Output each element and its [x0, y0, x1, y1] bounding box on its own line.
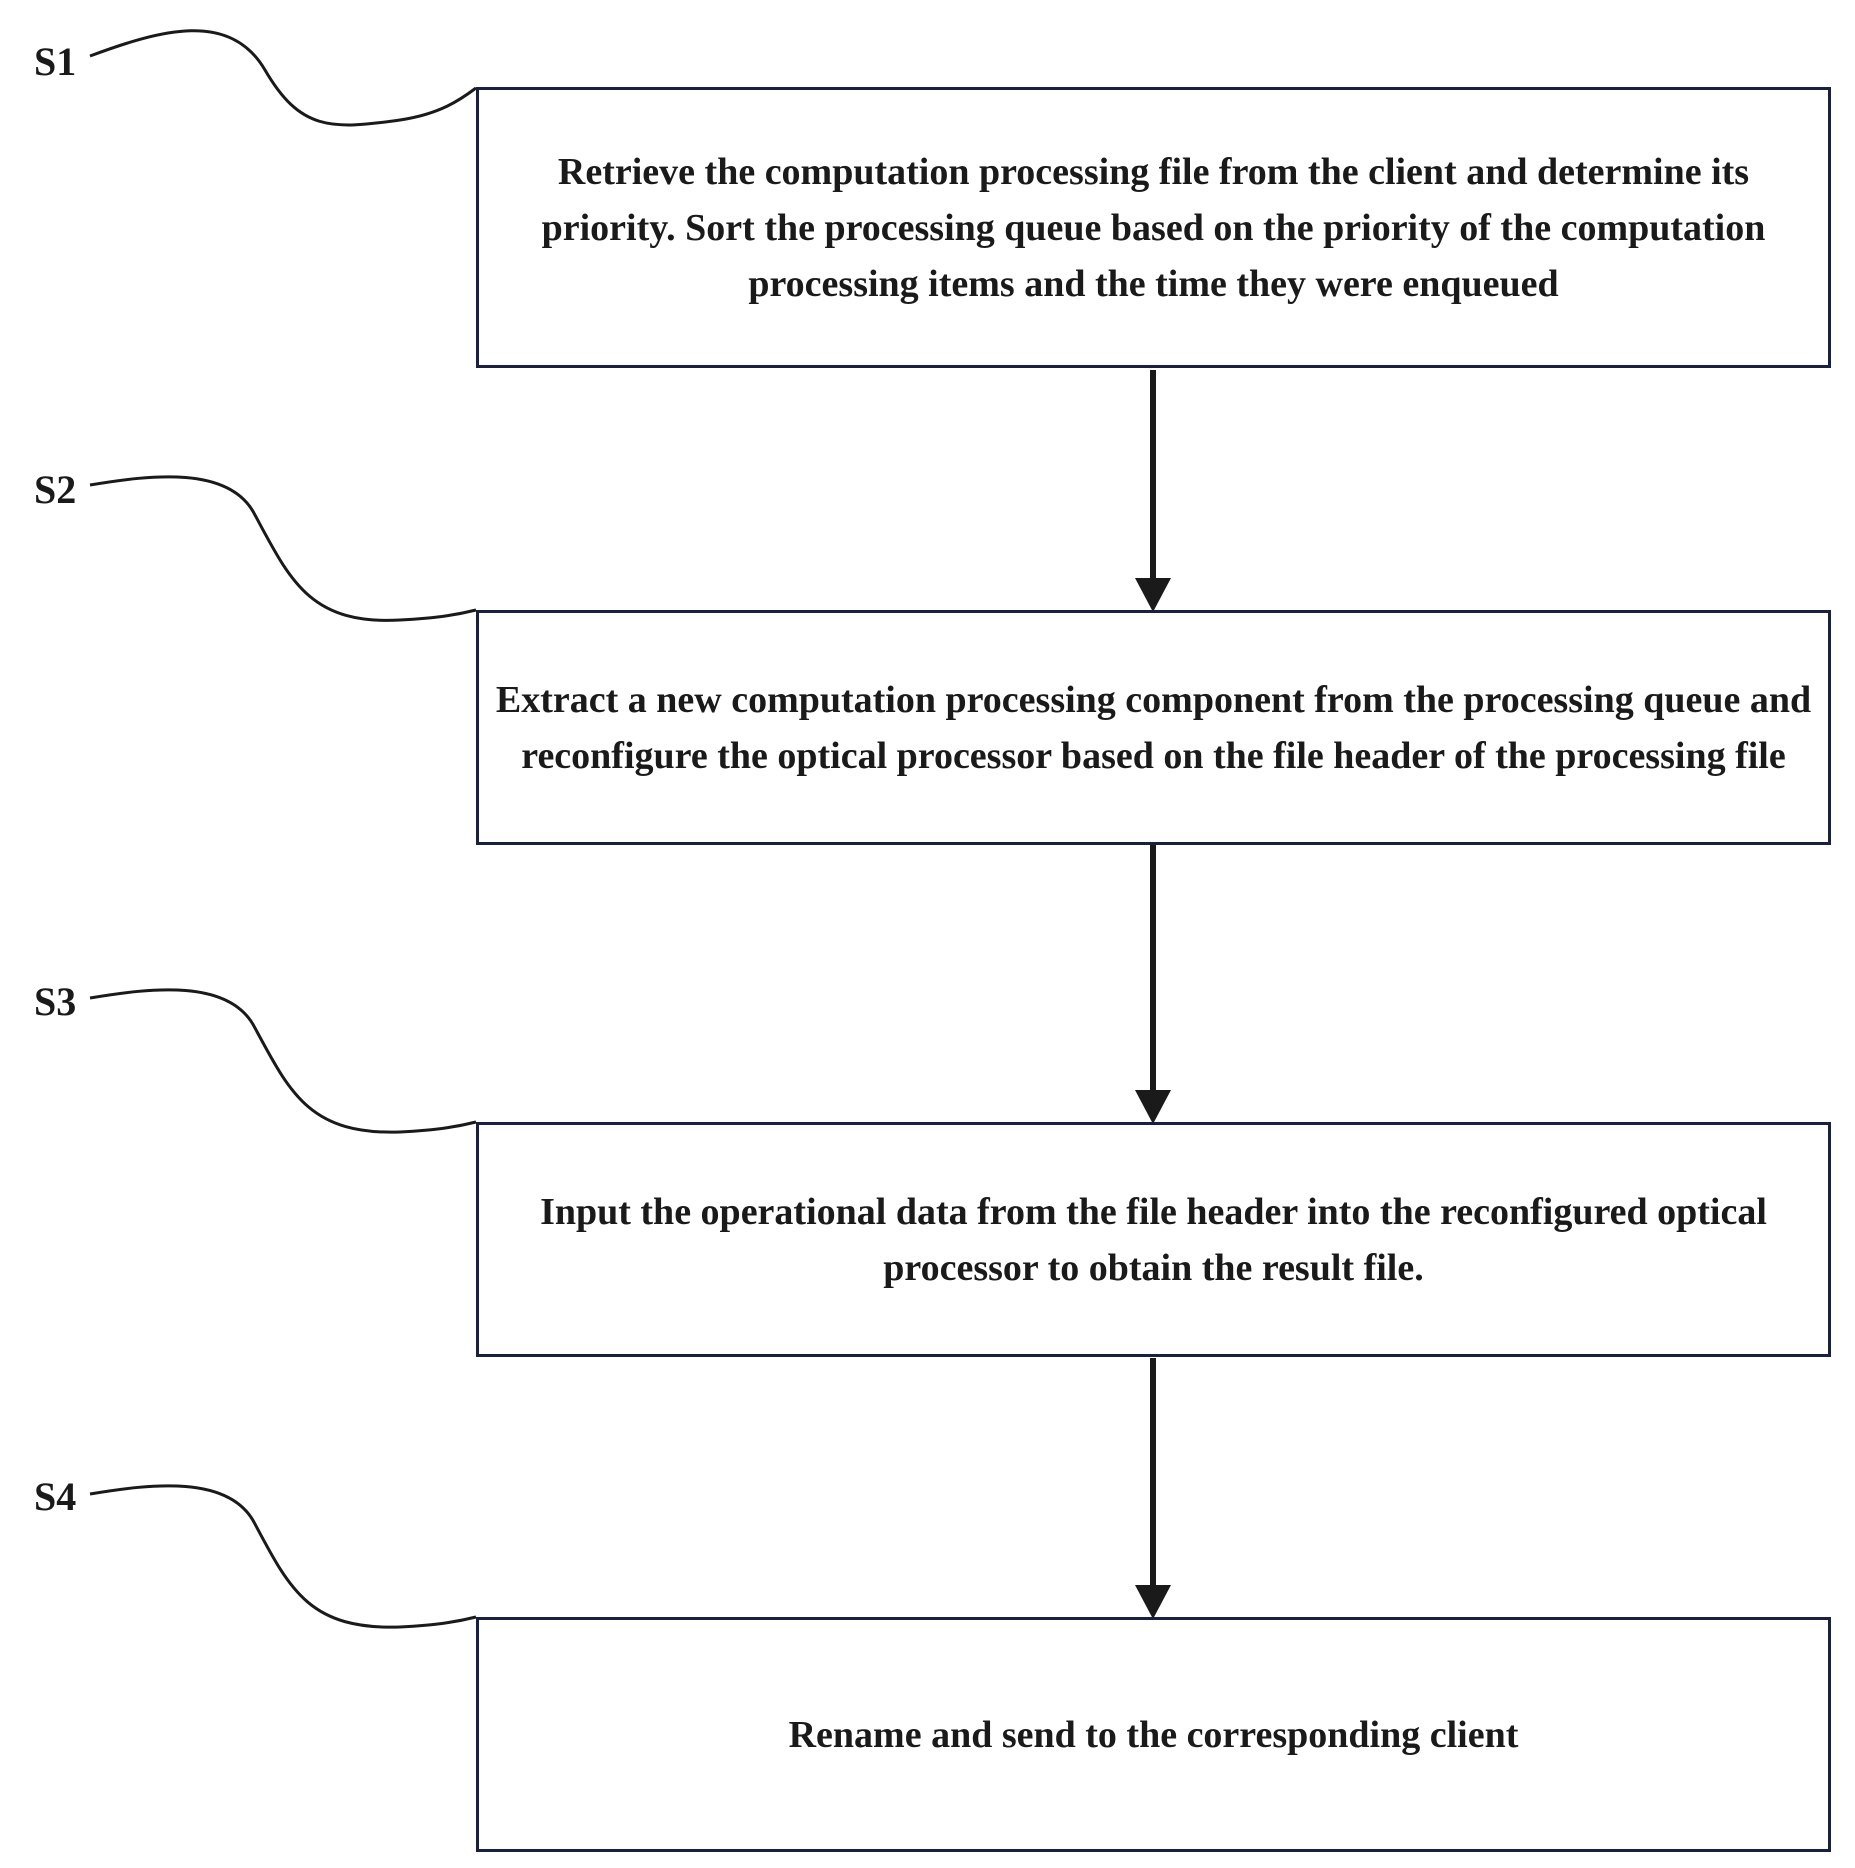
step-box-s2: Extract a new computation processing com… [476, 610, 1831, 845]
arrowhead-s2-s3 [1135, 1090, 1171, 1124]
step-text-s3: Input the operational data from the file… [540, 1190, 1767, 1289]
leader-curve-s2 [89, 475, 477, 622]
step-text-s4: Rename and send to the corresponding cli… [788, 1713, 1519, 1756]
arrowhead-s3-s4 [1135, 1585, 1171, 1619]
leader-curve-s3 [89, 988, 477, 1134]
arrowhead-s1-s2 [1135, 578, 1171, 612]
step-box-s3: Input the operational data from the file… [476, 1122, 1831, 1357]
step-text-s2: Extract a new computation processing com… [495, 678, 1812, 777]
leader-curve-s4 [89, 1484, 477, 1629]
step-label-s3: S3 [34, 979, 77, 1024]
step-label-s1: S1 [34, 39, 77, 84]
step-box-s1: Retrieve the computation processing file… [476, 87, 1831, 368]
step-text-s1: Retrieve the computation processing file… [541, 150, 1766, 305]
step-box-s4: Rename and send to the corresponding cli… [476, 1617, 1831, 1852]
leader-curve-s1 [89, 29, 477, 127]
step-label-s4: S4 [34, 1474, 77, 1519]
step-label-s2: S2 [34, 467, 77, 512]
